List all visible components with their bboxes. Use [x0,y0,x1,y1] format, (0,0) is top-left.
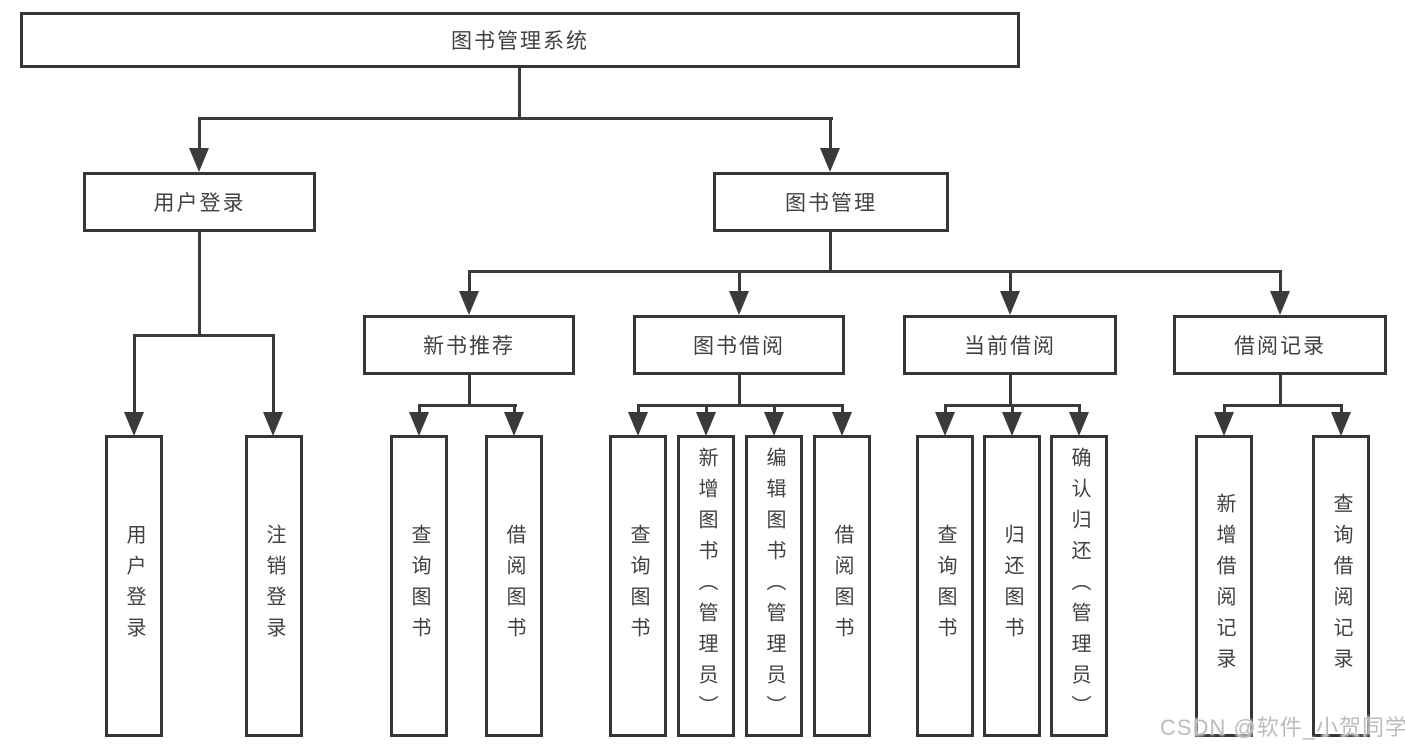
connector [944,404,947,416]
connector [841,404,844,416]
arrowhead [820,148,840,172]
arrowhead [935,412,955,436]
leaf-edit-books-admin-label: 编辑图书（管理员） [763,446,785,726]
connector [1223,404,1343,407]
arrowhead [409,412,429,436]
leaf-add-borrow-record-label: 新增借阅记录 [1213,493,1235,679]
arrowhead [764,412,784,436]
node-borrow-records: 借阅记录 [1173,315,1387,375]
leaf-query-books-1-label: 查询图书 [408,524,430,648]
leaf-borrow-books-2: 借阅图书 [813,435,871,737]
arrowhead [696,412,716,436]
leaf-logout-label: 注销登录 [263,524,285,648]
leaf-add-books-admin: 新增图书（管理员） [677,435,735,737]
leaf-return-books: 归还图书 [983,435,1041,737]
connector [418,404,421,416]
connector [468,270,471,296]
connector [1009,375,1012,407]
leaf-query-books-2: 查询图书 [609,435,667,737]
connector [1279,375,1282,407]
node-book-borrow-label: 图书借阅 [693,335,785,358]
node-borrow-records-label: 借阅记录 [1234,335,1326,358]
connector [418,404,517,407]
arrowhead [1002,412,1022,436]
connector [705,404,708,416]
leaf-query-books-2-label: 查询图书 [627,524,649,648]
leaf-confirm-return-admin-label: 确认归还（管理员） [1068,446,1090,726]
arrowhead [504,412,524,436]
leaf-query-borrow-record-label: 查询借阅记录 [1330,493,1352,679]
leaf-confirm-return-admin: 确认归还（管理员） [1050,435,1108,737]
node-new-book-recommend: 新书推荐 [363,315,575,375]
connector [468,270,1282,273]
arrowhead [832,412,852,436]
node-new-book-recommend-label: 新书推荐 [423,335,515,358]
connector [1223,404,1226,416]
node-book-management-label: 图书管理 [785,192,877,215]
node-current-borrow-label: 当前借阅 [964,335,1056,358]
leaf-borrow-books-1-label: 借阅图书 [503,524,525,648]
leaf-add-books-admin-label: 新增图书（管理员） [695,446,717,726]
leaf-user-login: 用户登录 [105,435,163,737]
node-root: 图书管理系统 [20,12,1020,68]
connector [198,117,833,120]
connector [738,375,741,407]
leaf-query-books-3: 查询图书 [916,435,974,737]
arrowhead [189,148,209,172]
arrowhead [1270,291,1290,315]
arrowhead [729,291,749,315]
node-current-borrow: 当前借阅 [903,315,1117,375]
connector [468,375,471,407]
connector [829,232,832,273]
arrowhead [263,412,283,436]
leaf-return-books-label: 归还图书 [1001,524,1023,648]
arrowhead [124,412,144,436]
connector [1340,404,1343,416]
connector [198,232,201,337]
connector [198,117,201,155]
connector [133,334,275,337]
connector [1078,404,1081,416]
arrowhead [459,291,479,315]
connector [133,334,136,416]
node-user-login: 用户登录 [83,172,316,232]
connector [773,404,776,416]
connector [637,404,640,416]
connector [272,334,275,416]
arrowhead [1214,412,1234,436]
arrowhead [1069,412,1089,436]
arrowhead [628,412,648,436]
leaf-borrow-books-1: 借阅图书 [485,435,543,737]
leaf-logout: 注销登录 [245,435,303,737]
leaf-query-books-3-label: 查询图书 [934,524,956,648]
leaf-query-books-1: 查询图书 [390,435,448,737]
connector [829,117,832,155]
leaf-edit-books-admin: 编辑图书（管理员） [745,435,803,737]
leaf-query-borrow-record: 查询借阅记录 [1312,435,1370,737]
connector [513,404,516,416]
arrowhead [1000,291,1020,315]
connector [1011,404,1014,416]
csdn-watermark: CSDN @软件_小贺同学 [1160,715,1405,740]
connector [1009,270,1012,296]
connector [738,270,741,296]
leaf-user-login-label: 用户登录 [123,524,145,648]
connector [518,67,521,119]
leaf-add-borrow-record: 新增借阅记录 [1195,435,1253,737]
node-root-label: 图书管理系统 [451,30,589,53]
leaf-borrow-books-2-label: 借阅图书 [831,524,853,648]
node-book-borrow: 图书借阅 [633,315,845,375]
arrowhead [1331,412,1351,436]
connector [637,404,843,407]
node-user-login-label: 用户登录 [153,192,246,215]
connector [1279,270,1282,296]
node-book-management: 图书管理 [713,172,949,232]
